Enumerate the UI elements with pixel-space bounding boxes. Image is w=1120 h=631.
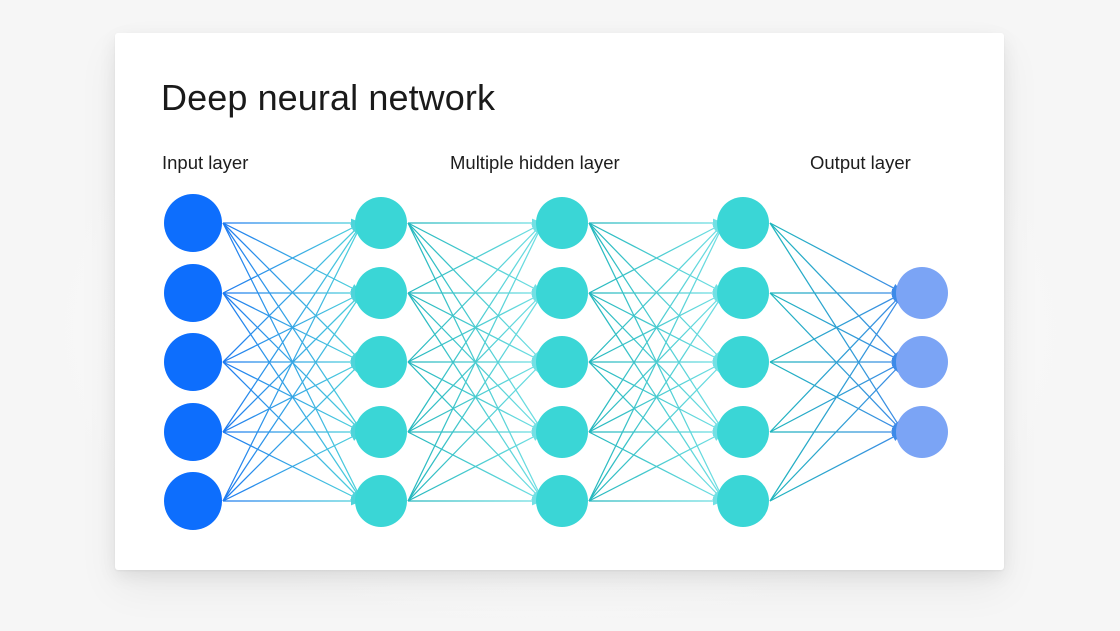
edge — [588, 292, 725, 502]
node-hidden-3-3 — [717, 406, 769, 458]
layer-label-input: Input layer — [162, 152, 249, 173]
node-input-0-2 — [164, 333, 222, 391]
layer-label-hidden: Multiple hidden layer — [450, 152, 620, 173]
edge — [222, 361, 363, 502]
edge — [407, 222, 544, 294]
node-output-4-0 — [896, 267, 948, 319]
edge — [222, 222, 363, 294]
edge — [222, 222, 363, 433]
edge — [588, 222, 725, 502]
edge — [769, 292, 904, 433]
node-hidden-1-3 — [355, 406, 407, 458]
edge — [588, 222, 725, 363]
edge — [222, 292, 363, 502]
node-output-4-2 — [896, 406, 948, 458]
node-hidden-3-1 — [717, 267, 769, 319]
node-hidden-1-0 — [355, 197, 407, 249]
edge — [588, 431, 725, 502]
node-input-0-1 — [164, 264, 222, 322]
node-input-0-4 — [164, 472, 222, 530]
edge — [769, 222, 904, 294]
edge — [222, 222, 363, 502]
edge — [407, 222, 544, 363]
node-hidden-1-1 — [355, 267, 407, 319]
node-hidden-3-2 — [717, 336, 769, 388]
node-hidden-1-4 — [355, 475, 407, 527]
edge — [769, 361, 904, 502]
node-hidden-2-0 — [536, 197, 588, 249]
node-input-0-3 — [164, 403, 222, 461]
edge — [769, 292, 904, 363]
edge — [588, 222, 725, 294]
node-hidden-2-3 — [536, 406, 588, 458]
edge — [407, 292, 544, 502]
node-output-4-1 — [896, 336, 948, 388]
edge — [588, 222, 725, 433]
page-title: Deep neural network — [161, 77, 496, 118]
edge — [222, 222, 363, 363]
edge — [407, 222, 544, 433]
edge — [769, 292, 904, 502]
node-hidden-2-1 — [536, 267, 588, 319]
node-hidden-3-0 — [717, 197, 769, 249]
edge — [407, 431, 544, 502]
edge — [769, 431, 904, 502]
node-hidden-2-2 — [536, 336, 588, 388]
node-hidden-1-2 — [355, 336, 407, 388]
node-hidden-3-4 — [717, 475, 769, 527]
edge — [407, 361, 544, 502]
nodes-group — [164, 194, 948, 530]
layer-label-output: Output layer — [810, 152, 911, 173]
node-hidden-2-4 — [536, 475, 588, 527]
node-input-0-0 — [164, 194, 222, 252]
edge — [222, 431, 363, 502]
edge — [407, 222, 544, 502]
edge — [588, 361, 725, 502]
